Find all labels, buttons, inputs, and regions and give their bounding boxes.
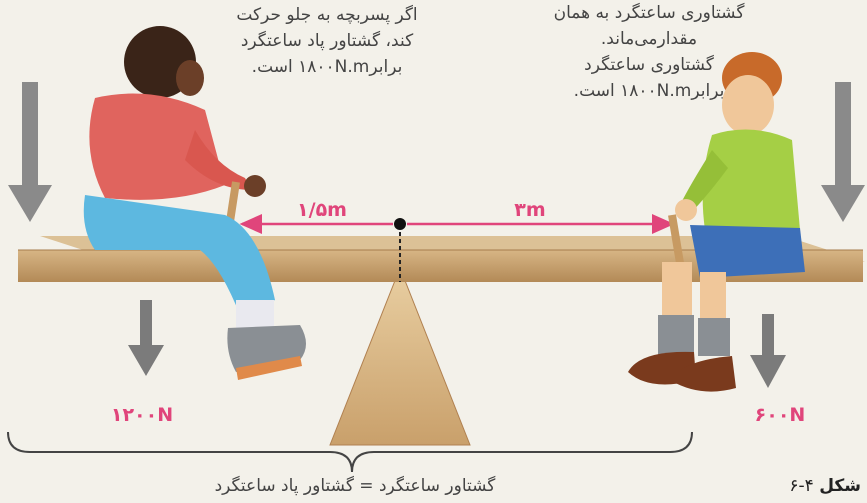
right-force-label: ۶۰۰N <box>755 404 806 426</box>
figure-prefix: شکل <box>819 476 861 496</box>
left-boy <box>83 26 306 380</box>
right-force-arrow <box>750 314 786 388</box>
left-distance-label: ۱/۵m <box>297 199 347 221</box>
figure-number: ۴-۶ <box>789 476 814 496</box>
left-note-line-1: اگر پسربچه به جلو حرکت <box>236 5 418 25</box>
pivot-dot <box>394 218 406 230</box>
left-big-arrow <box>8 82 52 222</box>
right-note-line-3: گشتاوری ساعتگرد <box>584 55 714 75</box>
right-big-arrow <box>821 82 865 222</box>
right-note: گشتاوری ساعتگرد به همان مقدارمی‌ماند. گش… <box>518 0 780 104</box>
bottom-brace <box>7 431 693 473</box>
left-note: اگر پسربچه به جلو حرکت کند، گشتاور پاد س… <box>196 2 458 80</box>
fulcrum-triangle <box>329 266 471 446</box>
bottom-caption: گشتاور ساعتگرد = گشتاور پاد ساعتگرد <box>214 476 496 496</box>
left-note-line-2: کند، گشتاور پاد ساعتگرد <box>240 31 414 51</box>
right-note-line-4: برابر۱۸۰۰N.m است. <box>573 81 725 101</box>
right-distance-label: ۳m <box>514 199 545 221</box>
figure-label: شکل ۴-۶ <box>789 476 861 496</box>
left-force-label: ۱۲۰۰N <box>111 404 173 426</box>
left-force-arrow <box>128 300 164 376</box>
right-note-line-2: مقدارمی‌ماند. <box>600 29 698 49</box>
right-note-line-1: گشتاوری ساعتگرد به همان <box>553 3 745 23</box>
left-note-line-3: برابر۱۸۰۰N.m است. <box>251 57 403 77</box>
right-boy <box>628 52 805 392</box>
